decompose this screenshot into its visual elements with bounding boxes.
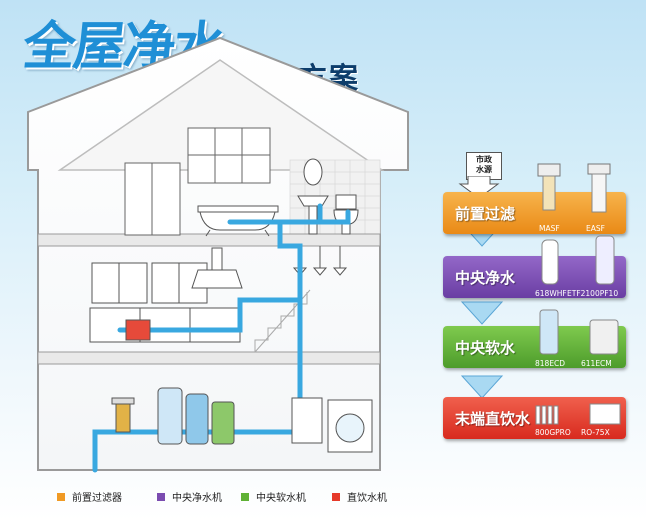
legend-swatch [57, 492, 65, 501]
water-pipes [92, 203, 351, 473]
legend-item-pre-filter: 前置过滤器 [57, 489, 122, 504]
easf-product-icon [587, 163, 611, 213]
washing-machine [327, 399, 373, 453]
range-hood [191, 247, 243, 289]
source-arrow-icon [458, 176, 500, 199]
ro75x-product-icon [589, 403, 621, 425]
pre-filter-device [111, 397, 135, 433]
ro-device [125, 319, 151, 341]
618whf-product-icon [541, 239, 559, 285]
legend-item-central-soften: 中央软水机 [241, 489, 306, 504]
flow-arrow-3-icon [460, 375, 504, 399]
product-images [535, 163, 621, 425]
etf2100-product-icon [595, 235, 615, 285]
legend-item-drinking: 直饮水机 [332, 489, 387, 504]
611ecm-product-icon [589, 319, 619, 355]
masf-product-icon [537, 163, 561, 211]
municipal-source-label: 市政 水源 [466, 152, 502, 180]
legend-swatch [332, 492, 340, 501]
floor-slab-1 [37, 233, 381, 247]
floor-slab-2 [37, 351, 381, 365]
kitchen-cabinets [89, 262, 241, 343]
central-purifier-device [157, 387, 235, 445]
800gpro-product-icon [535, 405, 559, 425]
flow-arrow-2-icon [460, 301, 504, 325]
818ecd-product-icon [539, 309, 559, 355]
legend-item-central-purify: 中央净水机 [157, 489, 222, 504]
legend-swatch [157, 492, 165, 501]
legend-swatch [241, 492, 249, 501]
water-heater [291, 397, 323, 444]
